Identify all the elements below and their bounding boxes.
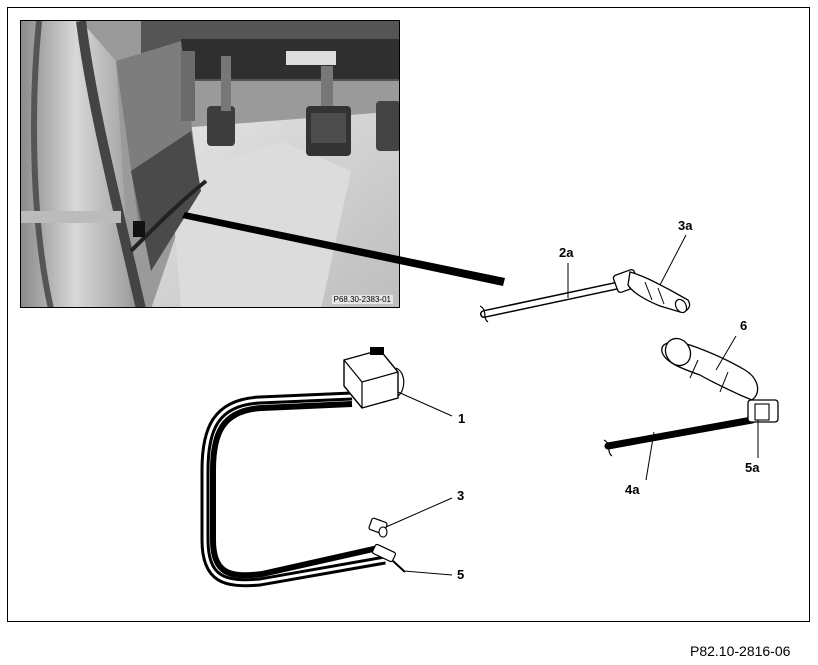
- inset-photo-footwell: P68.30-2383-01: [20, 20, 400, 308]
- figure-frame: [7, 7, 810, 622]
- inset-photo-code: P68.30-2383-01: [331, 295, 393, 304]
- callout-2a: 2a: [559, 245, 574, 260]
- callout-3a: 3a: [678, 218, 693, 233]
- callout-5: 5: [457, 567, 465, 582]
- callout-3: 3: [457, 488, 465, 503]
- leader-lines: [385, 234, 759, 576]
- harness-1-with-connectors-3-and-5: [200, 347, 406, 588]
- callout-1: 1: [458, 411, 466, 426]
- callout-5a: 5a: [745, 460, 760, 475]
- footwell-illustration: [21, 21, 399, 307]
- inset-pointer-wedge: [182, 212, 505, 286]
- callout-4a: 4a: [625, 482, 640, 497]
- callout-6: 6: [740, 318, 748, 333]
- figure-code: P82.10-2816-06: [690, 643, 791, 659]
- cable-4a-with-boot-6-and-connector-5a: [603, 337, 779, 457]
- cable-2a-with-connector-3a: [479, 268, 691, 323]
